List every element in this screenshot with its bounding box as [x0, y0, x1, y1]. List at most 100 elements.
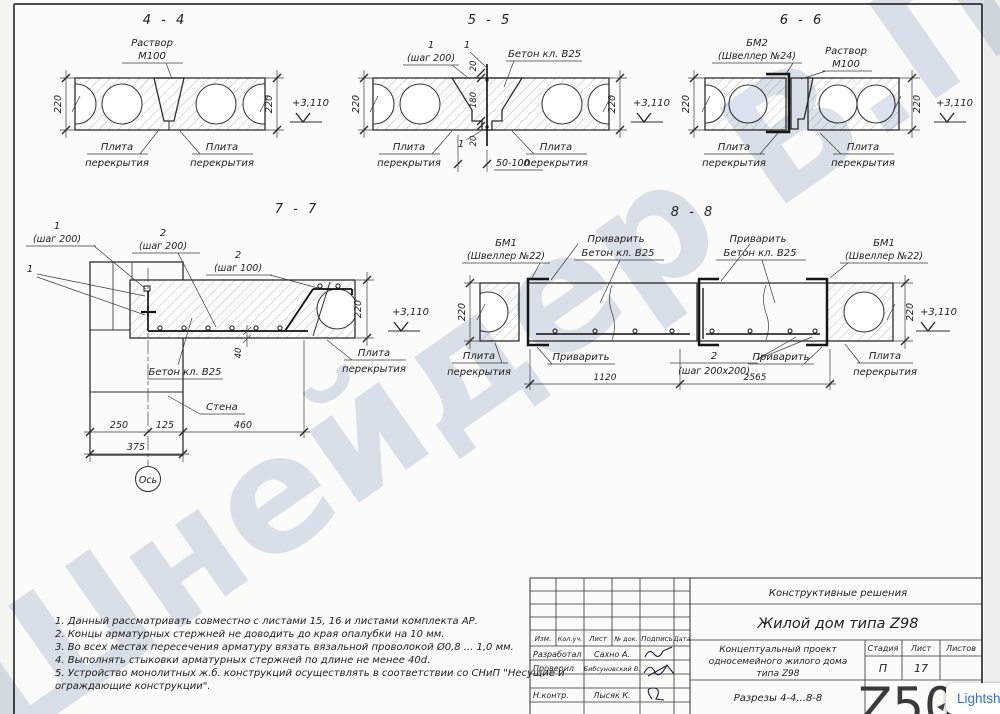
project-line: Концептуальный проект	[719, 645, 837, 655]
project-line: типа Z98	[757, 669, 800, 679]
role-nkontr: Н.контр.	[533, 691, 569, 700]
elevation-label: +3,110	[936, 98, 973, 109]
elevation-label: +3,110	[633, 98, 670, 109]
dim-1120: 1120	[594, 373, 617, 383]
axis-label: Ось	[139, 475, 157, 486]
title-block: Изм. Кол.уч. Лист № док. Подпись Дата Ра…	[529, 577, 988, 714]
weld-label: Приварить	[730, 234, 787, 245]
slab-label: перекрытия	[831, 158, 895, 169]
slab-label: Плита	[101, 142, 133, 153]
signature	[643, 663, 675, 677]
dim-220: 220	[457, 303, 468, 321]
concrete-label: Бетон кл. В25	[581, 248, 654, 259]
note-line: 5. Устройство монолитных ж.б. конструкци…	[55, 667, 565, 679]
dim-220: 220	[264, 95, 275, 113]
list-value: 17	[914, 662, 928, 675]
concrete-label: Бетон кл. В25	[723, 248, 796, 259]
dim-220: 220	[351, 95, 362, 113]
dim-50-100: 50-100	[496, 158, 530, 169]
col-list: Лист	[588, 635, 608, 643]
dim-40: 40	[234, 348, 244, 359]
channel-size-label: (Швеллер №22)	[467, 251, 545, 262]
mortar-grade-label: М100	[832, 59, 860, 70]
channel-bm1-right	[806, 277, 829, 347]
list-label: Лист	[910, 644, 932, 653]
bar-mark-label: 1	[54, 221, 60, 232]
dim-375: 375	[127, 442, 145, 453]
slab-label: перекрытия	[853, 367, 917, 378]
general-notes: 1. Данный рассматривать совместно с лист…	[55, 616, 565, 692]
col-koluch: Кол.уч.	[558, 635, 583, 643]
bar-mark-label: 1	[458, 139, 464, 150]
channel-mark-label: БМ1	[873, 238, 895, 249]
dim-125: 125	[156, 420, 174, 431]
elevation-label: +3,110	[292, 98, 329, 109]
mortar-label: Раствор	[131, 38, 173, 49]
name-proveril: Бибсуновский В.	[584, 665, 641, 673]
lightshot-label: Lightsh	[957, 691, 1000, 706]
bar-step-label: (шаг 100)	[214, 263, 262, 274]
bar-mark-label: 2	[235, 250, 241, 261]
dim-250: 250	[110, 420, 128, 431]
dim-20: 20	[469, 136, 479, 147]
slab-label: Плита	[206, 142, 238, 153]
bar-mark-label: 1	[27, 264, 33, 275]
channel-mark-label: БМ1	[495, 238, 517, 249]
bar-step-label: (шаг 200x200)	[678, 366, 750, 377]
concrete-label: Бетон кл. В25	[148, 367, 221, 378]
slab-label: перекрытия	[524, 158, 588, 169]
bar-mark-label: 2	[160, 228, 166, 239]
slab-label: Плита	[358, 348, 390, 359]
mortar-grade-label: М100	[138, 51, 166, 62]
channel-mark-label: БМ2	[746, 38, 768, 49]
section-5-5: 5 - 5 20 180 20 50-100 1 (шаг 200) 1 Бет…	[351, 13, 670, 172]
mortar-joint	[153, 77, 185, 122]
col-podpis: Подпись	[641, 635, 673, 643]
org-title: Конструктивные решения	[769, 588, 907, 599]
slab-label: Плита	[718, 142, 750, 153]
dim-20: 20	[469, 61, 479, 72]
channel-center	[697, 277, 719, 347]
col-izm: Изм.	[535, 635, 551, 643]
dim-220: 220	[53, 95, 64, 113]
slab-label: Плита	[393, 142, 425, 153]
monolithic-joint	[450, 77, 524, 131]
bar-step-label: (шаг 200)	[33, 234, 81, 245]
dim-220: 220	[681, 95, 692, 113]
bar-step-label: (шаг 200)	[139, 241, 187, 252]
dim-220: 220	[353, 300, 364, 318]
slab-label: Плита	[540, 142, 572, 153]
section-8-8: 8 - 8 БМ1 (Швеллер №22) Приварить Бетон …	[447, 205, 957, 390]
dim-220: 220	[905, 303, 916, 321]
axis-bubble	[135, 466, 161, 492]
elevation-label: +3,110	[392, 307, 429, 318]
note-line: 4. Выполнять стыковки арматурных стержне…	[55, 655, 430, 666]
pen-icon	[937, 703, 945, 711]
weld-label: Приварить	[588, 234, 645, 245]
channel-bm1-left	[526, 277, 549, 347]
lightshot-button[interactable]: Lightsh	[946, 683, 1000, 714]
section-4-4-title: 4 - 4	[143, 13, 188, 28]
mortar-label: Раствор	[825, 46, 867, 57]
dim-2565: 2565	[744, 373, 767, 383]
listov-label: Листов	[945, 644, 976, 653]
stadiya-label: Стадия	[868, 644, 899, 653]
name-razrabotal: Сахно А.	[594, 650, 630, 659]
note-line: 2. Концы арматурных стержней не доводить…	[55, 628, 444, 640]
section-8-8-title: 8 - 8	[671, 205, 716, 220]
dim-460: 460	[234, 420, 252, 431]
signature	[644, 646, 673, 658]
section-6-6-title: 6 - 6	[780, 13, 825, 28]
section-7-7: 7 - 7 1 (шаг 200) 2 (шаг 200) 2 (шаг 100…	[26, 202, 429, 492]
project-line: односемейного жилого дома	[709, 657, 848, 667]
elevation-label: +3,110	[920, 307, 957, 318]
dim-180: 180	[469, 92, 479, 108]
slab-label: перекрытия	[447, 367, 511, 378]
wall-hatch	[89, 261, 184, 456]
signature	[647, 687, 665, 701]
sheet-name: Разрезы 4-4...8-8	[734, 693, 823, 704]
dim-220: 220	[912, 95, 923, 113]
